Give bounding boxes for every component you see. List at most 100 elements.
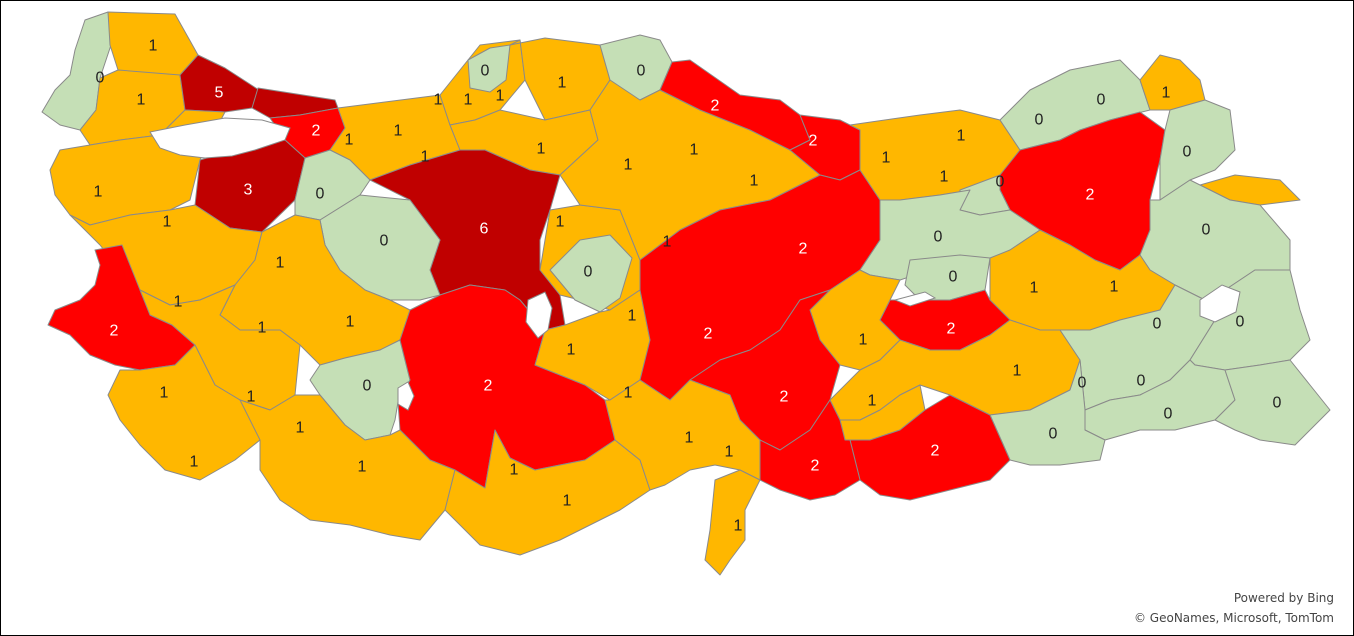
province-region[interactable] <box>989 359 1106 466</box>
province-value-label: 0 <box>1164 406 1173 423</box>
province-value-label: 1 <box>358 459 367 476</box>
province-value-label: 0 <box>637 63 646 80</box>
province-value-label: 1 <box>882 150 891 167</box>
province-value-label: 1 <box>556 214 565 231</box>
province-value-label: 2 <box>780 389 789 406</box>
lake-keban <box>893 291 937 307</box>
province-value-label: 1 <box>160 385 169 402</box>
province-value-label: 1 <box>464 92 473 109</box>
province-region[interactable] <box>849 394 1011 501</box>
province-value-label: 1 <box>137 92 146 109</box>
province-value-label: 1 <box>685 430 694 447</box>
province-value-label: 1 <box>296 420 305 437</box>
province-value-label: 0 <box>481 63 490 80</box>
province-value-label: 1 <box>663 234 672 251</box>
province-value-label: 1 <box>258 320 267 337</box>
province-value-label: 1 <box>94 184 103 201</box>
province-value-label: 1 <box>174 294 183 311</box>
province-value-label: 1 <box>624 385 633 402</box>
province-value-label: 1 <box>537 141 546 158</box>
province-value-label: 2 <box>931 443 940 460</box>
province-value-label: 3 <box>244 182 253 199</box>
province-value-label: 0 <box>584 264 593 281</box>
province-value-label: 1 <box>940 169 949 186</box>
province-value-label: 2 <box>799 241 808 258</box>
province-region[interactable] <box>1159 99 1236 201</box>
province-value-label: 1 <box>421 149 430 166</box>
province-value-label: 0 <box>316 186 325 203</box>
province-value-label: 1 <box>1110 279 1119 296</box>
province-value-label: 0 <box>1049 426 1058 443</box>
map-attribution: Powered by Bing © GeoNames, Microsoft, T… <box>1134 588 1334 628</box>
province-value-label: 0 <box>1137 373 1146 390</box>
province-value-label: 0 <box>949 269 958 286</box>
province-value-label: 1 <box>1013 363 1022 380</box>
province-value-label: 2 <box>484 378 493 395</box>
province-value-label: 1 <box>859 332 868 349</box>
lake-van <box>1199 284 1241 323</box>
province-value-label: 1 <box>276 255 285 272</box>
province-value-label: 5 <box>215 85 224 102</box>
province-value-label: 1 <box>750 173 759 190</box>
province-value-label: 0 <box>934 229 943 246</box>
lake-tuz <box>525 291 553 339</box>
province-value-label: 0 <box>1097 92 1106 109</box>
province-value-label: 1 <box>163 214 172 231</box>
province-region[interactable] <box>1214 359 1331 446</box>
province-value-label: 0 <box>1078 375 1087 392</box>
province-value-label: 1 <box>510 462 519 479</box>
province-value-label: 1 <box>394 123 403 140</box>
province-value-label: 2 <box>711 98 720 115</box>
province-value-label: 2 <box>110 323 119 340</box>
province-value-label: 2 <box>312 123 321 140</box>
province-value-label: 1 <box>957 128 966 145</box>
province-value-label: 0 <box>363 378 372 395</box>
province-value-label: 1 <box>558 75 567 92</box>
province-value-label: 1 <box>567 342 576 359</box>
sea-of-marmara <box>149 117 291 159</box>
province-value-label: 1 <box>1030 280 1039 297</box>
province-region[interactable] <box>704 469 761 576</box>
province-value-label: 1 <box>734 518 743 535</box>
province-region[interactable] <box>759 399 861 501</box>
province-value-label: 0 <box>1183 144 1192 161</box>
province-value-label: 1 <box>149 38 158 55</box>
province-value-label: 6 <box>480 221 489 238</box>
province-value-label: 1 <box>345 132 354 149</box>
lake-egirdir <box>397 381 415 411</box>
copyright-text: © GeoNames, Microsoft, TomTom <box>1133 611 1334 625</box>
province-value-label: 2 <box>947 321 956 338</box>
province-region[interactable] <box>467 44 511 93</box>
province-value-label: 1 <box>434 92 443 109</box>
province-region[interactable] <box>549 234 633 313</box>
province-value-label: 0 <box>380 233 389 250</box>
province-value-label: 1 <box>624 157 633 174</box>
powered-by-bing-text: Powered by Bing <box>1233 591 1334 605</box>
province-regions <box>41 11 1331 576</box>
province-value-label: 2 <box>704 326 713 343</box>
province-region[interactable] <box>179 54 263 113</box>
province-value-label: 0 <box>1236 314 1245 331</box>
province-value-label: 2 <box>811 458 820 475</box>
province-value-label: 0 <box>1202 222 1211 239</box>
province-value-label: 0 <box>996 174 1005 191</box>
province-value-label: 2 <box>809 133 818 150</box>
province-value-label: 0 <box>96 70 105 87</box>
province-region[interactable] <box>1139 54 1206 111</box>
province-value-label: 1 <box>1162 85 1171 102</box>
province-value-label: 1 <box>690 142 699 159</box>
province-value-label: 1 <box>346 314 355 331</box>
province-value-label: 1 <box>868 393 877 410</box>
province-value-label: 0 <box>1153 316 1162 333</box>
province-value-label: 1 <box>725 444 734 461</box>
province-value-label: 1 <box>247 389 256 406</box>
water-bodies <box>149 117 1241 411</box>
province-value-label: 0 <box>1035 112 1044 129</box>
province-value-label: 1 <box>496 88 505 105</box>
province-value-label: 1 <box>563 493 572 510</box>
province-value-label: 2 <box>1086 187 1095 204</box>
province-value-label: 1 <box>190 454 199 471</box>
province-region[interactable] <box>604 379 761 491</box>
